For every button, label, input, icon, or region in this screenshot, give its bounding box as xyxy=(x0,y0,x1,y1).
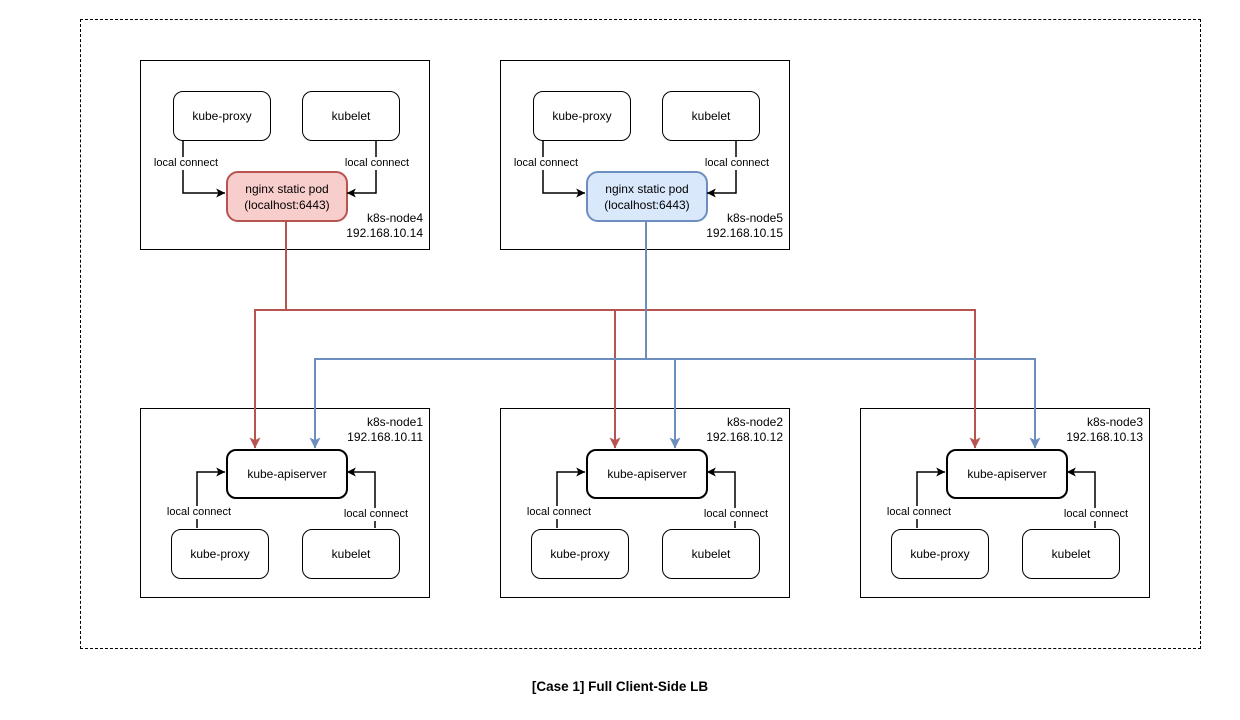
kube-proxy-label: kube-proxy xyxy=(550,547,610,561)
local-connect-label: local connect xyxy=(701,508,771,521)
kubelet-label: kubelet xyxy=(331,547,371,561)
local-connect-label: local connect xyxy=(342,157,412,170)
local-connect-label: local connect xyxy=(341,508,411,521)
kubelet-label: kubelet xyxy=(331,109,371,123)
local-connect-label: local connect xyxy=(884,506,954,519)
node-label: k8s-node1 192.168.10.11 xyxy=(347,415,423,445)
node-name: k8s-node2 xyxy=(726,415,783,429)
kube-apiserver-label: kube-apiserver xyxy=(967,467,1047,481)
kubelet-box: kubelet xyxy=(662,529,760,579)
node-label: k8s-node4 192.168.10.14 xyxy=(346,211,423,241)
node-box-k8s-node4: kube-proxy kubelet local connect local c… xyxy=(140,60,430,250)
kube-proxy-label: kube-proxy xyxy=(552,109,612,123)
nginx-pod-address: (localhost:6443) xyxy=(244,197,330,212)
node-label: k8s-node2 192.168.10.12 xyxy=(706,415,783,445)
nginx-static-pod-box-blue: nginx static pod (localhost:6443) xyxy=(586,171,708,222)
local-connect-label: local connect xyxy=(702,157,772,170)
diagram-caption: [Case 1] Full Client-Side LB xyxy=(531,679,709,694)
kube-proxy-box: kube-proxy xyxy=(171,529,269,579)
local-connect-label: local connect xyxy=(151,157,221,170)
node-name: k8s-node3 xyxy=(1086,415,1143,429)
kubelet-box: kubelet xyxy=(302,529,400,579)
kube-apiserver-box: kube-apiserver xyxy=(586,449,708,499)
kubelet-label: kubelet xyxy=(1051,547,1091,561)
local-connect-label: local connect xyxy=(524,506,594,519)
node-label: k8s-node5 192.168.10.15 xyxy=(706,211,783,241)
nginx-pod-name: nginx static pod xyxy=(245,181,329,196)
node-ip: 192.168.10.14 xyxy=(346,226,423,240)
node-box-k8s-node2: k8s-node2 192.168.10.12 kube-apiserver l… xyxy=(500,408,790,598)
nginx-static-pod-box-red: nginx static pod (localhost:6443) xyxy=(226,171,348,222)
node-box-k8s-node5: kube-proxy kubelet local connect local c… xyxy=(500,60,790,250)
kubelet-label: kubelet xyxy=(691,109,731,123)
kube-apiserver-label: kube-apiserver xyxy=(607,467,687,481)
kube-proxy-box: kube-proxy xyxy=(891,529,989,579)
kubelet-label: kubelet xyxy=(691,547,731,561)
node-box-k8s-node3: k8s-node3 192.168.10.13 kube-apiserver l… xyxy=(860,408,1150,598)
local-connect-label: local connect xyxy=(164,506,234,519)
node-name: k8s-node5 xyxy=(726,211,783,225)
kube-proxy-box: kube-proxy xyxy=(173,91,271,141)
kube-proxy-box: kube-proxy xyxy=(533,91,631,141)
node-ip: 192.168.10.13 xyxy=(1066,430,1143,444)
cluster-boundary-dashed-box xyxy=(80,19,1201,649)
nginx-pod-address: (localhost:6443) xyxy=(604,197,690,212)
kube-proxy-label: kube-proxy xyxy=(910,547,970,561)
node-ip: 192.168.10.12 xyxy=(706,430,783,444)
kube-proxy-label: kube-proxy xyxy=(192,109,252,123)
kube-apiserver-box: kube-apiserver xyxy=(226,449,348,499)
kubelet-box: kubelet xyxy=(662,91,760,141)
kube-apiserver-box: kube-apiserver xyxy=(946,449,1068,499)
local-connect-label: local connect xyxy=(511,157,581,170)
kube-apiserver-label: kube-apiserver xyxy=(247,467,327,481)
nginx-pod-name: nginx static pod xyxy=(605,181,689,196)
node-ip: 192.168.10.11 xyxy=(347,430,423,444)
kubelet-box: kubelet xyxy=(1022,529,1120,579)
kubelet-box: kubelet xyxy=(302,91,400,141)
kube-proxy-box: kube-proxy xyxy=(531,529,629,579)
node-name: k8s-node4 xyxy=(366,211,423,225)
node-box-k8s-node1: k8s-node1 192.168.10.11 kube-apiserver l… xyxy=(140,408,430,598)
node-name: k8s-node1 xyxy=(366,415,423,429)
kube-proxy-label: kube-proxy xyxy=(190,547,250,561)
node-ip: 192.168.10.15 xyxy=(706,226,783,240)
node-label: k8s-node3 192.168.10.13 xyxy=(1066,415,1143,445)
local-connect-label: local connect xyxy=(1061,508,1131,521)
